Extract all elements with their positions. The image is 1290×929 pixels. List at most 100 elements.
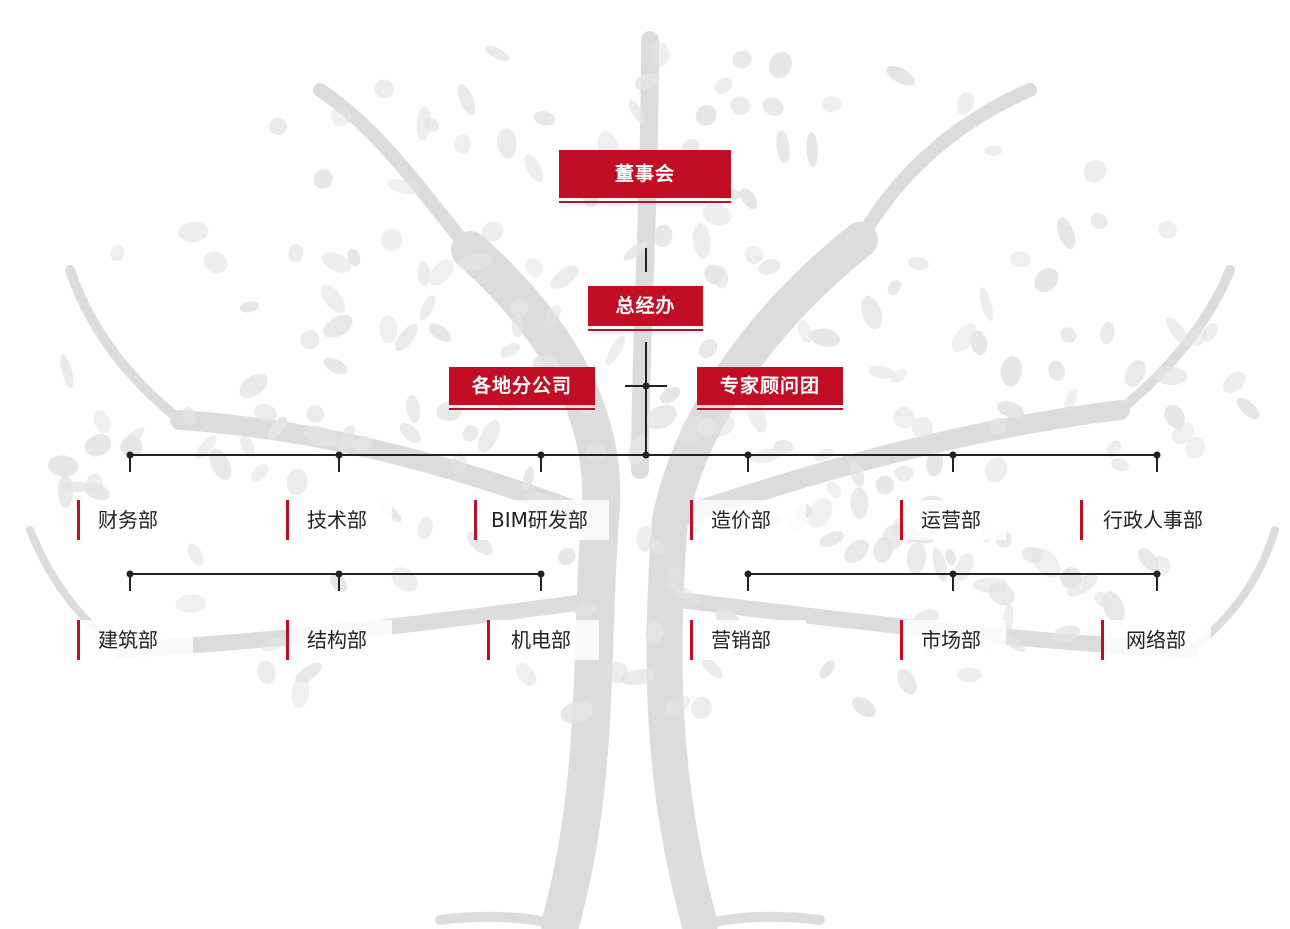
- tree-leaf: [730, 96, 751, 116]
- tree-leaf: [1051, 625, 1081, 643]
- tree-leaf: [1060, 327, 1077, 343]
- tree-leaf: [175, 594, 207, 613]
- tree-leaf: [515, 663, 537, 686]
- tree-leaf: [671, 584, 701, 604]
- tree-leaf: [709, 414, 735, 437]
- department-node: 造价部: [690, 500, 806, 540]
- tree-leaf: [628, 100, 646, 124]
- tree-leaf: [664, 695, 691, 715]
- tree-leaf: [1106, 440, 1122, 458]
- tree-leaf: [988, 417, 1008, 434]
- tree-leaf: [1153, 366, 1188, 386]
- tree-leaf: [119, 427, 145, 450]
- tree-leaf: [1048, 361, 1066, 381]
- tree-leaf: [269, 117, 288, 136]
- department-node: 技术部: [286, 500, 392, 540]
- tree-leaf: [399, 422, 421, 444]
- tree-leaf: [821, 96, 842, 113]
- tree-leaf: [1090, 213, 1108, 230]
- tree-leaf: [300, 330, 320, 350]
- tree-leaf: [744, 246, 764, 265]
- tree-leaf: [758, 258, 781, 275]
- tree-leaf: [906, 541, 926, 575]
- tree-leaf: [93, 409, 111, 434]
- tree-leaf: [956, 92, 974, 115]
- tree-leaf: [338, 424, 355, 455]
- tree-leaf: [712, 265, 729, 289]
- tree-leaf: [819, 531, 845, 547]
- tree-leaf: [48, 455, 79, 477]
- tree-leaf: [462, 424, 479, 442]
- tree-leaf: [239, 301, 260, 313]
- tree-leaf: [261, 637, 287, 652]
- tree-leaf: [454, 134, 472, 154]
- tree-leaf: [926, 450, 943, 477]
- tree-leaf: [203, 251, 228, 274]
- tree-leaf: [240, 434, 255, 457]
- tree-leaf: [61, 481, 91, 493]
- department-node: 运营部: [900, 500, 1006, 540]
- tree-leaf: [701, 656, 723, 679]
- tree-leaf: [979, 287, 993, 321]
- tree-leaf: [606, 661, 629, 684]
- tree-leaf: [646, 404, 677, 430]
- tree-leaf: [797, 320, 813, 344]
- tree-leaf: [313, 169, 333, 189]
- tree-leaf: [894, 465, 914, 482]
- tree-leaf: [653, 224, 673, 248]
- tree-leaf: [850, 487, 869, 519]
- tree-leaf: [911, 416, 934, 439]
- tree-leaf: [1083, 160, 1107, 183]
- tree-leaf: [256, 660, 276, 684]
- tree-leaf: [550, 265, 579, 290]
- tree-leaf: [1064, 388, 1078, 413]
- junction-dot: [642, 451, 650, 459]
- tree-leaf: [478, 420, 501, 453]
- department-node: 市场部: [900, 620, 1006, 660]
- tree-leaf: [984, 145, 1003, 156]
- tree-leaf: [543, 305, 561, 329]
- tree-leaf: [996, 401, 1025, 418]
- tree-leaf: [695, 104, 717, 126]
- tree-leaf: [702, 203, 732, 226]
- tree-leaf: [1158, 220, 1177, 239]
- tree-leaf: [623, 240, 649, 261]
- tree-leaf: [732, 50, 752, 69]
- tree-leaf: [1171, 422, 1194, 445]
- department-node: 机电部: [487, 620, 599, 660]
- tree-leaf: [457, 254, 494, 271]
- tree-leaf: [306, 405, 325, 423]
- department-node: 建筑部: [77, 620, 193, 660]
- department-node: 财务部: [77, 500, 193, 540]
- tree-leaf: [254, 403, 277, 422]
- tree-leaf: [1034, 267, 1059, 293]
- tree-leaf: [417, 516, 433, 540]
- tree-leaf: [295, 662, 322, 684]
- tree-leaf: [323, 314, 353, 338]
- tree-leaf: [511, 313, 524, 338]
- tree-leaf: [178, 221, 209, 242]
- tree-leaf: [819, 660, 836, 679]
- tree-leaf: [645, 622, 664, 644]
- branch-offices-node: 各地分公司: [449, 367, 595, 410]
- tree-leaf: [844, 539, 870, 564]
- tree-leaf: [525, 257, 543, 278]
- general-office-node: 总经办: [588, 286, 703, 331]
- tree-leaf: [636, 526, 655, 552]
- tree-leaf: [1000, 356, 1022, 387]
- tree-leaf: [666, 566, 682, 589]
- tree-leaf: [304, 425, 339, 447]
- tree-leaf: [500, 342, 520, 358]
- tree-leaf: [692, 223, 711, 259]
- tree-leaf: [776, 130, 790, 164]
- tree-leaf: [1164, 404, 1185, 429]
- tree-leaf: [807, 498, 833, 528]
- tree-leaf: [1100, 321, 1115, 345]
- tree-leaf: [379, 315, 398, 344]
- department-node: 行政人事部: [1080, 500, 1230, 540]
- tree-leaf: [769, 51, 792, 79]
- tree-leaf: [691, 696, 712, 719]
- tree-leaf: [586, 443, 606, 461]
- tree-leaf: [887, 280, 902, 296]
